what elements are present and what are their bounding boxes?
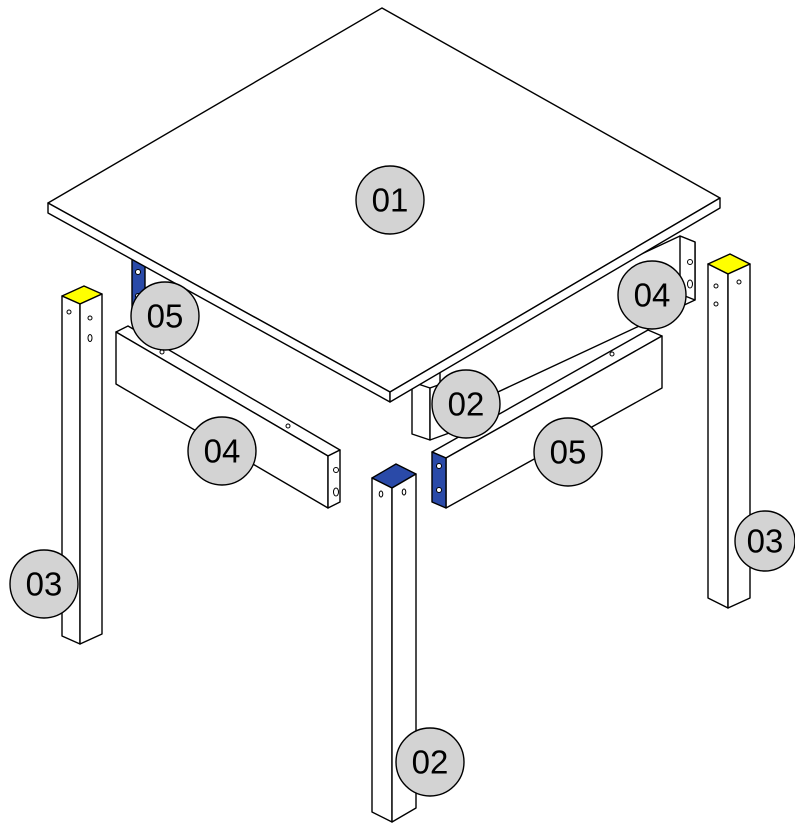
label-apron-left-text: 04 — [204, 433, 241, 470]
label-apron-back-right-text: 04 — [634, 277, 671, 314]
label-tabletop-text: 01 — [372, 182, 409, 219]
leg-left — [61, 285, 103, 645]
label-apron-right-text: 05 — [550, 434, 587, 471]
label-apron-right: 05 — [533, 417, 603, 487]
label-leg-front-text: 02 — [412, 744, 449, 781]
label-leg-front: 02 — [395, 727, 465, 797]
label-apron-left: 04 — [187, 416, 257, 486]
label-apron-back-right: 04 — [617, 260, 687, 330]
label-leg-left-text: 03 — [26, 566, 63, 603]
label-apron-back-left-text: 05 — [147, 298, 184, 335]
label-leg-right-text: 03 — [747, 523, 784, 560]
label-leg-right: 03 — [734, 510, 795, 572]
label-leg-back-text: 02 — [448, 386, 485, 423]
label-leg-left: 03 — [9, 549, 79, 619]
label-tabletop: 01 — [355, 165, 425, 235]
label-apron-back-left: 05 — [130, 281, 200, 351]
label-leg-back: 02 — [431, 369, 501, 439]
